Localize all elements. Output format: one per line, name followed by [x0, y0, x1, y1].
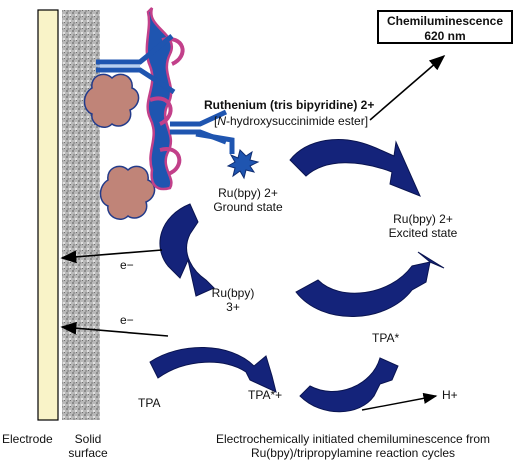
caption: Electrochemically initiated chemilumines…	[198, 432, 508, 460]
solid-line-1: Solid	[74, 432, 102, 446]
electron-label-1: e−	[120, 258, 134, 272]
box-line-1: Chemiluminescence	[386, 14, 504, 28]
arrow-tpa-to-radical	[149, 346, 277, 393]
ox-line-1: Ru(bpy)	[211, 286, 255, 300]
ground-line-1: Ru(bpy) 2+	[218, 186, 278, 200]
arrow-excited-to-ground	[289, 139, 421, 197]
excited-line-1: Ru(bpy) 2+	[393, 212, 453, 226]
ground-state-label: Ru(bpy) 2+ Ground state	[208, 186, 288, 214]
tpa-star-plus-label: TPA*+	[248, 388, 283, 402]
caption-line-1: Electrochemically initiated chemilumines…	[215, 432, 491, 446]
ground-line-2: Ground state	[213, 200, 283, 214]
ester-label: [N-hydroxysuccinimide ester]	[214, 114, 368, 128]
ester-prefix: [	[214, 114, 218, 128]
excited-state-label: Ru(bpy) 2+ Excited state	[378, 212, 468, 240]
ester-italic: N	[217, 114, 227, 128]
excited-line-2: Excited state	[388, 226, 458, 240]
antibody-complex	[96, 7, 260, 191]
emission-arrow	[369, 54, 446, 121]
tpa-label: TPA	[138, 396, 161, 410]
oxidized-label: Ru(bpy) 3+	[208, 286, 258, 314]
antigen-blob	[83, 73, 140, 128]
electrode-bar	[37, 9, 59, 421]
arrow-ox-to-excited	[295, 251, 445, 317]
box-line-2: 620 nm	[424, 29, 466, 43]
solid-line-2: surface	[68, 446, 108, 460]
electron-arrow-1	[60, 249, 163, 264]
solid-surface-label: Solid surface	[60, 432, 116, 460]
arrow-radical-cycle	[299, 357, 399, 413]
ruthenium-title: Ruthenium (tris bipyridine) 2+	[204, 98, 375, 112]
ox-line-2: 3+	[226, 300, 240, 314]
antigen-blob	[99, 165, 156, 220]
h-plus-label: H+	[442, 388, 458, 402]
arrow-ground-to-ox	[159, 203, 215, 297]
caption-line-2: Ru(bpy)/tripropylamine reaction cycles	[250, 446, 456, 460]
ester-rest: -hydroxysuccinimide ester]	[226, 114, 369, 128]
electrode-label: Electrode	[2, 432, 53, 446]
proton-arrow	[361, 392, 438, 411]
solid-surface	[62, 10, 100, 420]
tpa-star-label: TPA*	[372, 331, 400, 345]
electron-label-2: e−	[120, 313, 134, 327]
chemiluminescence-box: Chemiluminescence 620 nm	[377, 10, 513, 44]
electron-arrow-2	[60, 321, 169, 337]
